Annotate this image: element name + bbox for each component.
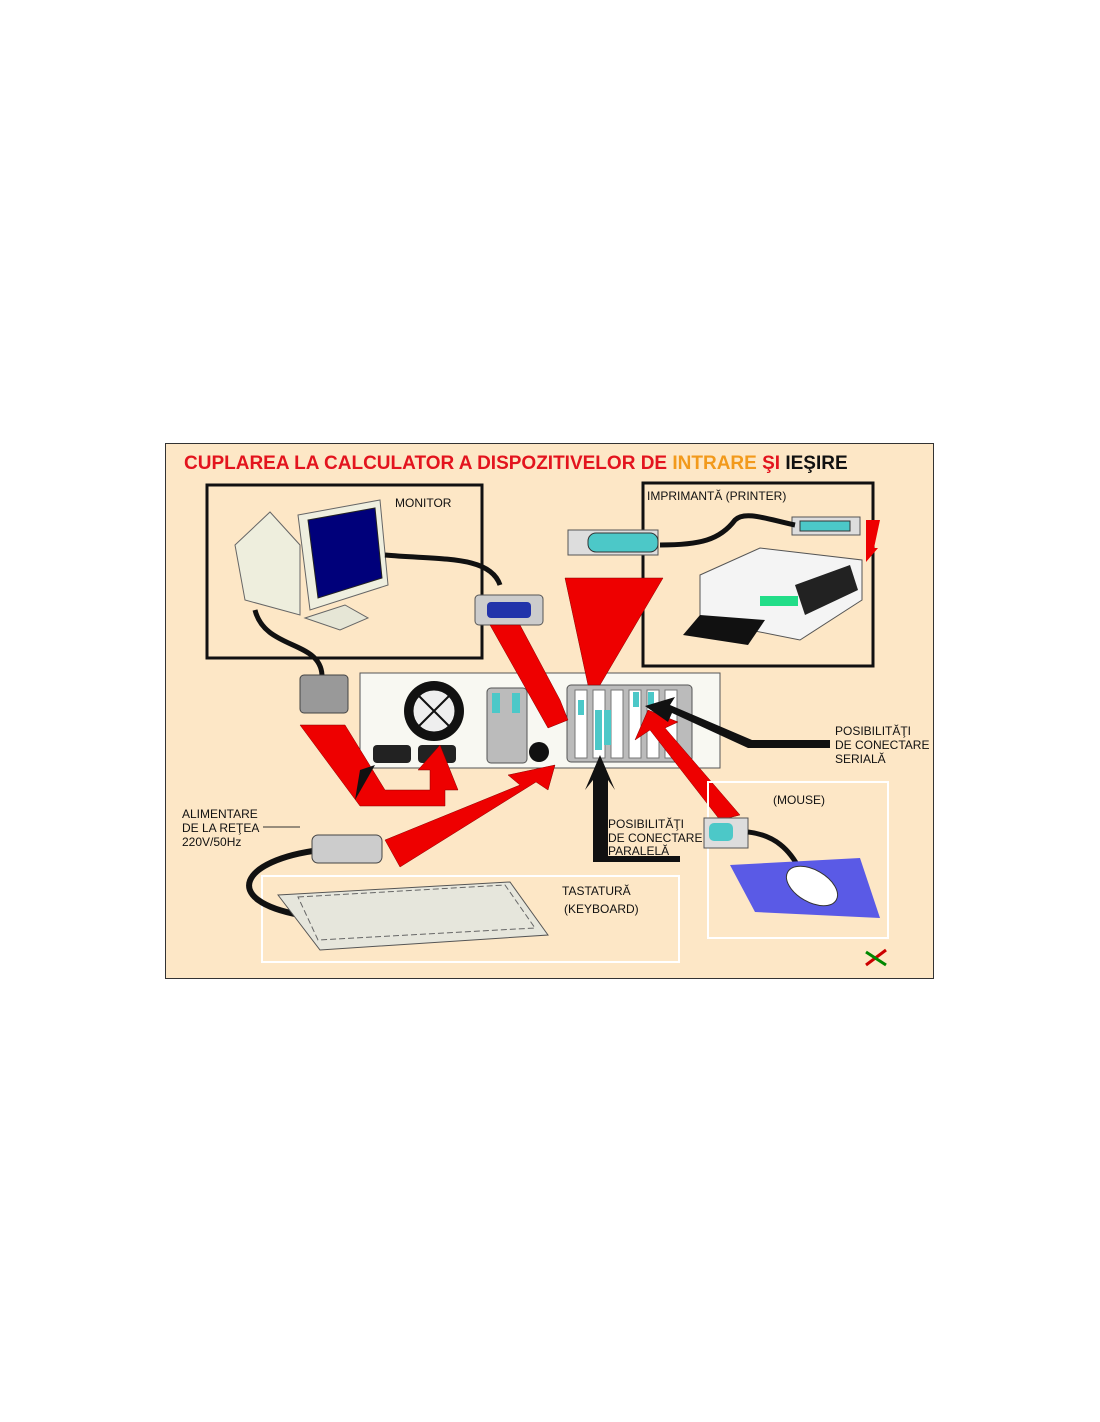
monitor-panel: MONITOR — [205, 483, 544, 676]
svg-text:DE CONECTARE: DE CONECTARE — [608, 831, 702, 845]
svg-text:DE CONECTARE: DE CONECTARE — [835, 738, 929, 752]
monitor-label: MONITOR — [395, 496, 452, 510]
svg-text:DE LA REŢEA: DE LA REŢEA — [182, 821, 259, 835]
printer-label: IMPRIMANTĂ (PRINTER) — [647, 488, 786, 503]
pointer-arrows — [355, 697, 830, 862]
svg-text:220V/50Hz: 220V/50Hz — [182, 835, 241, 849]
keyboard-panel: TASTATURĂ (KEYBOARD) — [246, 834, 680, 963]
printer-panel: IMPRIMANTĂ (PRINTER) — [567, 481, 880, 668]
mouse-icon — [785, 865, 839, 907]
vga-connector-icon — [474, 594, 544, 626]
power-plug-icon — [299, 674, 349, 714]
keyboard-en-label: (KEYBOARD) — [564, 902, 639, 916]
fan-icon — [404, 681, 464, 741]
logo-icon — [865, 948, 887, 967]
svg-text:SERIALĂ: SERIALĂ — [835, 751, 886, 766]
parallel-connector-icon — [567, 516, 861, 556]
mouse-label: (MOUSE) — [773, 793, 825, 807]
svg-text:POSIBILITĂŢI: POSIBILITĂŢI — [608, 816, 684, 831]
poster-title: CUPLAREA LA CALCULATOR A DISPOZITIVELOR … — [184, 453, 848, 474]
svg-text:ALIMENTARE: ALIMENTARE — [182, 807, 258, 821]
svg-text:POSIBILITĂŢI: POSIBILITĂŢI — [835, 723, 911, 738]
connection-arrows — [299, 577, 741, 868]
printer-icon — [683, 547, 863, 645]
serial-label: POSIBILITĂŢI DE CONECTARE SERIALĂ — [835, 723, 929, 766]
mouse-panel: (MOUSE) — [703, 781, 889, 939]
parallel-label: POSIBILITĂŢI DE CONECTARE PARALELĂ — [608, 816, 702, 858]
keyboard-icon — [277, 881, 549, 951]
power-socket-icon — [373, 745, 411, 763]
svg-text:PARALELĂ: PARALELĂ — [608, 843, 669, 858]
keyboard-connector-icon — [311, 834, 383, 864]
keyboard-label: TASTATURĂ — [562, 883, 631, 898]
keyboard-port-icon — [529, 742, 549, 762]
monitor-icon — [234, 499, 389, 631]
power-label: ALIMENTARE DE LA REŢEA 220V/50Hz — [182, 807, 300, 849]
